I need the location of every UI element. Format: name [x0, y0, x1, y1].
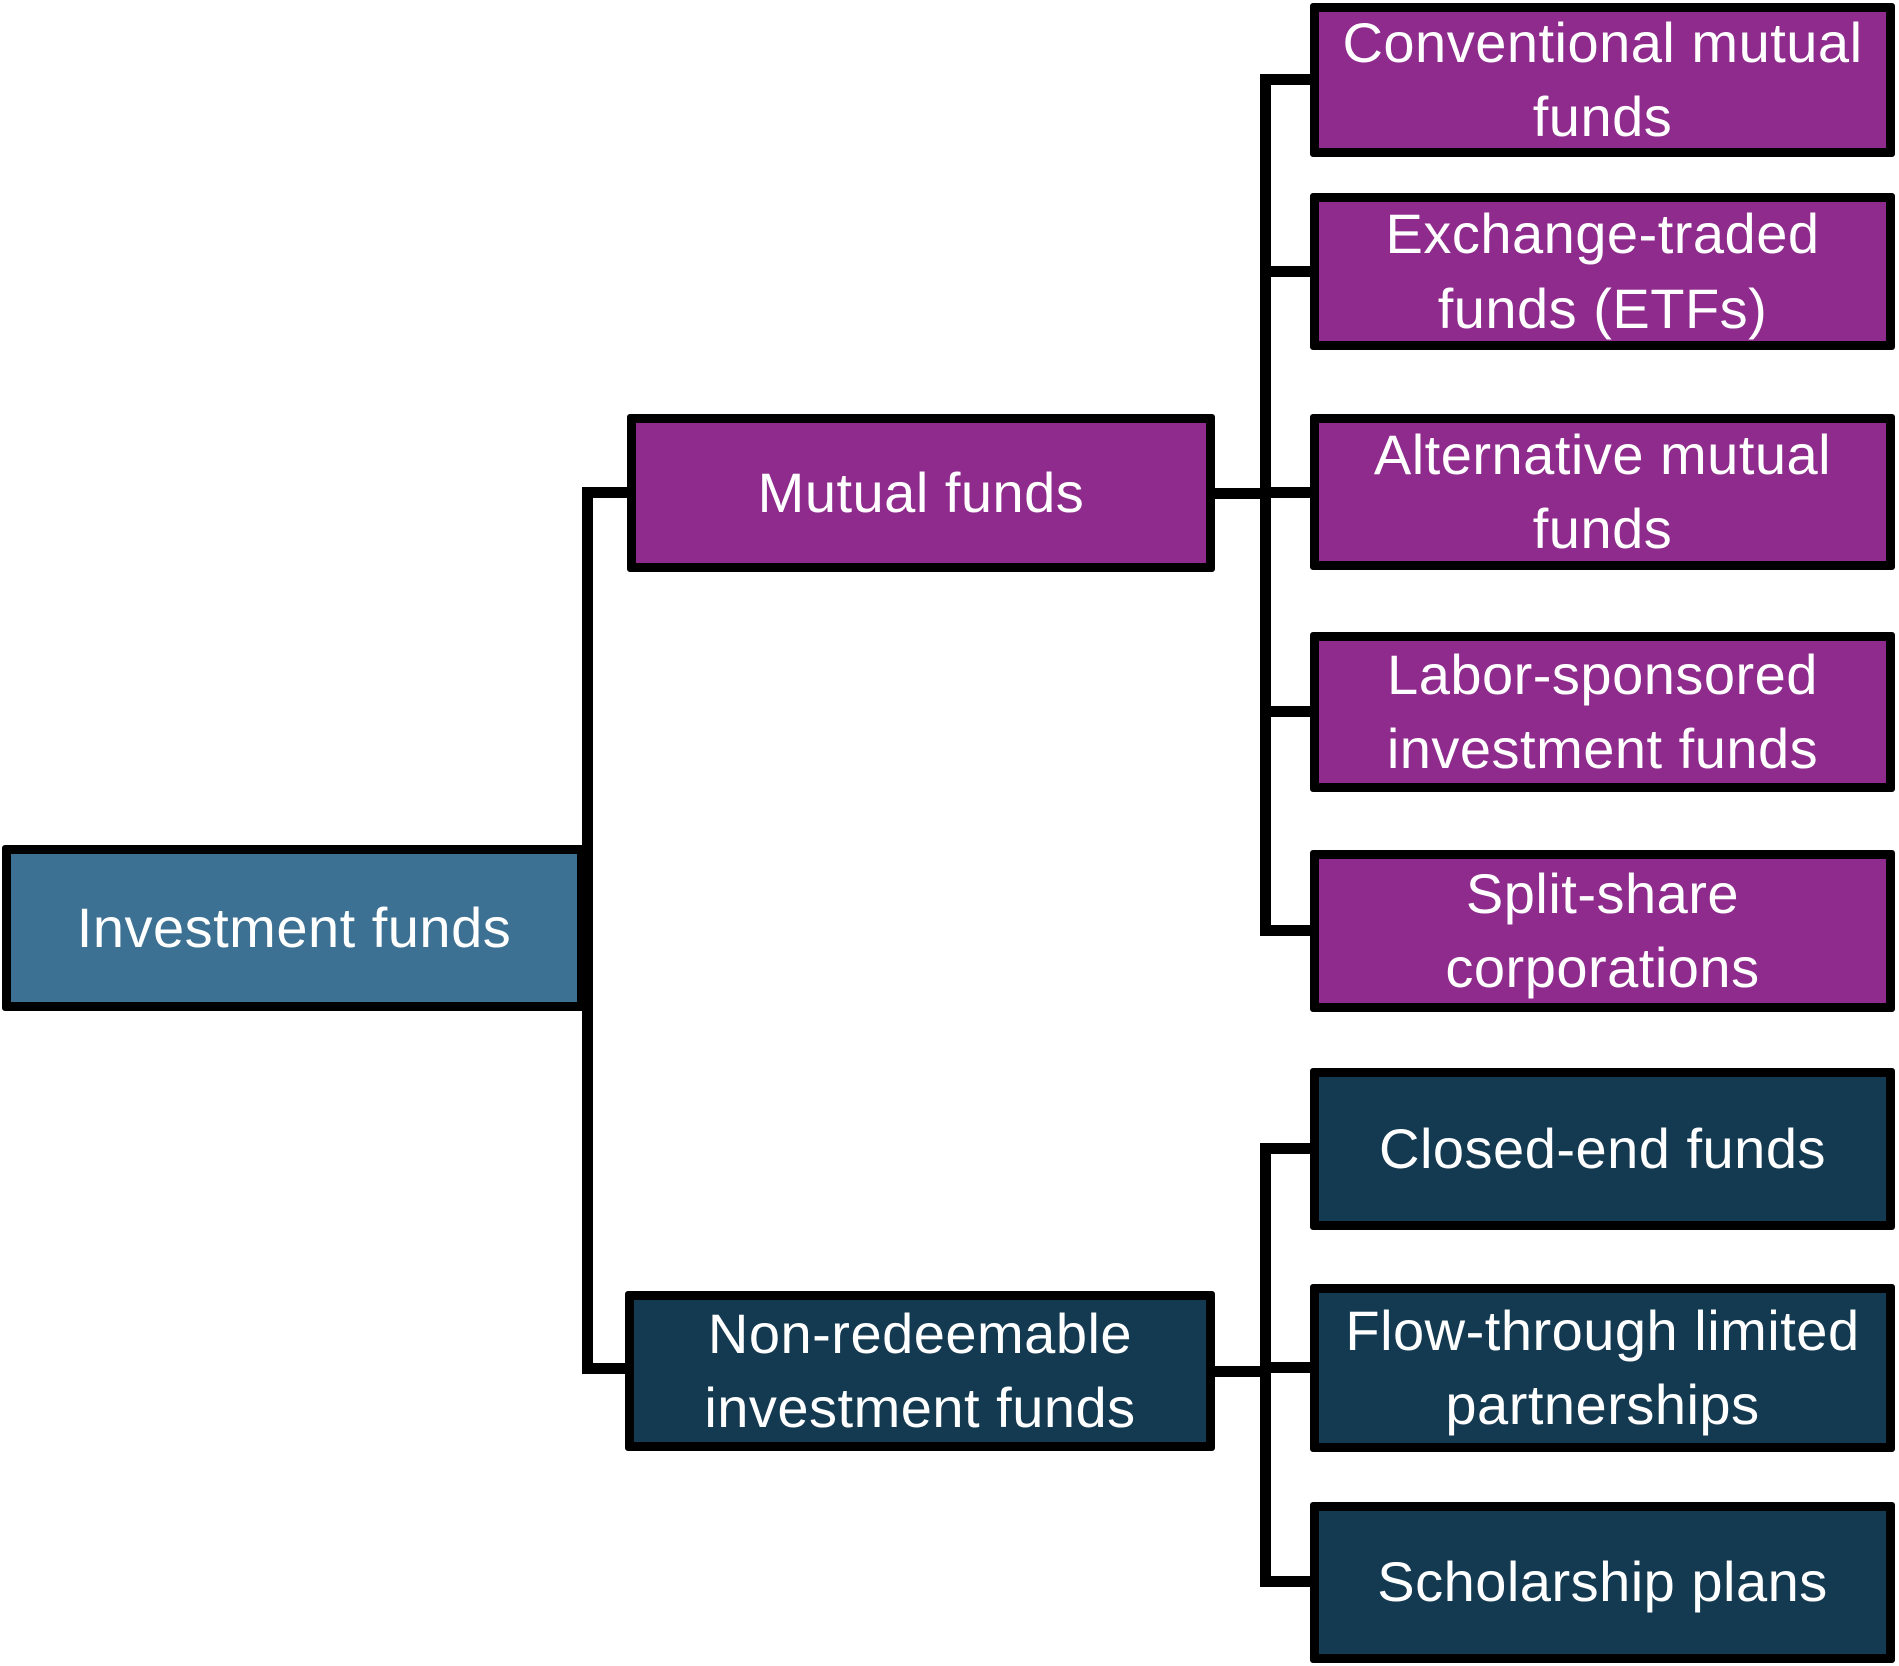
node-label: Scholarship plans: [1377, 1550, 1828, 1614]
node-label: Investment funds: [76, 895, 512, 959]
node-label: Labor-sponsored investment funds: [1386, 642, 1819, 780]
connector-to-scholarship: [1262, 1576, 1315, 1587]
connector-root-to-mutual: [582, 487, 638, 498]
connector-to-alternative: [1262, 487, 1315, 498]
connector-to-conventional: [1262, 74, 1315, 85]
node-label: Mutual funds: [757, 460, 1085, 524]
node-label: Split-share corporations: [1445, 861, 1760, 999]
node-split-share-corporations: Split-share corporations: [1310, 850, 1895, 1012]
node-alternative-mutual-funds: Alternative mutual funds: [1310, 414, 1895, 570]
node-scholarship-plans: Scholarship plans: [1310, 1502, 1895, 1663]
node-mutual-funds: Mutual funds: [627, 414, 1215, 572]
node-label: Conventional mutual funds: [1342, 10, 1863, 148]
connector-root-to-nonredeemable: [582, 1363, 638, 1374]
node-label: Exchange-traded funds (ETFs): [1385, 202, 1820, 340]
node-flow-through-limited-partnerships: Flow-through limited partnerships: [1310, 1284, 1895, 1452]
connector-to-split-share: [1262, 925, 1315, 936]
node-non-redeemable-investment-funds: Non-redeemable investment funds: [625, 1291, 1215, 1451]
connector-mutual-trunk: [1260, 74, 1271, 936]
connector-to-flow-through: [1262, 1362, 1315, 1373]
node-labor-sponsored-investment-funds: Labor-sponsored investment funds: [1310, 632, 1895, 792]
node-conventional-mutual-funds: Conventional mutual funds: [1310, 3, 1895, 157]
connector-to-closed-end: [1262, 1143, 1315, 1154]
connector-mutual-branch: [1210, 488, 1271, 499]
node-label: Closed-end funds: [1379, 1116, 1826, 1180]
node-label: Flow-through limited partnerships: [1345, 1298, 1860, 1436]
node-investment-funds: Investment funds: [2, 845, 586, 1011]
connector-to-etfs: [1262, 266, 1315, 277]
node-label: Non-redeemable investment funds: [704, 1301, 1136, 1439]
connector-to-labor-sponsored: [1262, 706, 1315, 717]
connector-nonredeemable-branch: [1210, 1366, 1271, 1377]
node-closed-end-funds: Closed-end funds: [1310, 1068, 1895, 1230]
node-exchange-traded-funds: Exchange-traded funds (ETFs): [1310, 193, 1895, 350]
connector-left-trunk: [582, 487, 593, 1374]
node-label: Alternative mutual funds: [1373, 422, 1832, 560]
